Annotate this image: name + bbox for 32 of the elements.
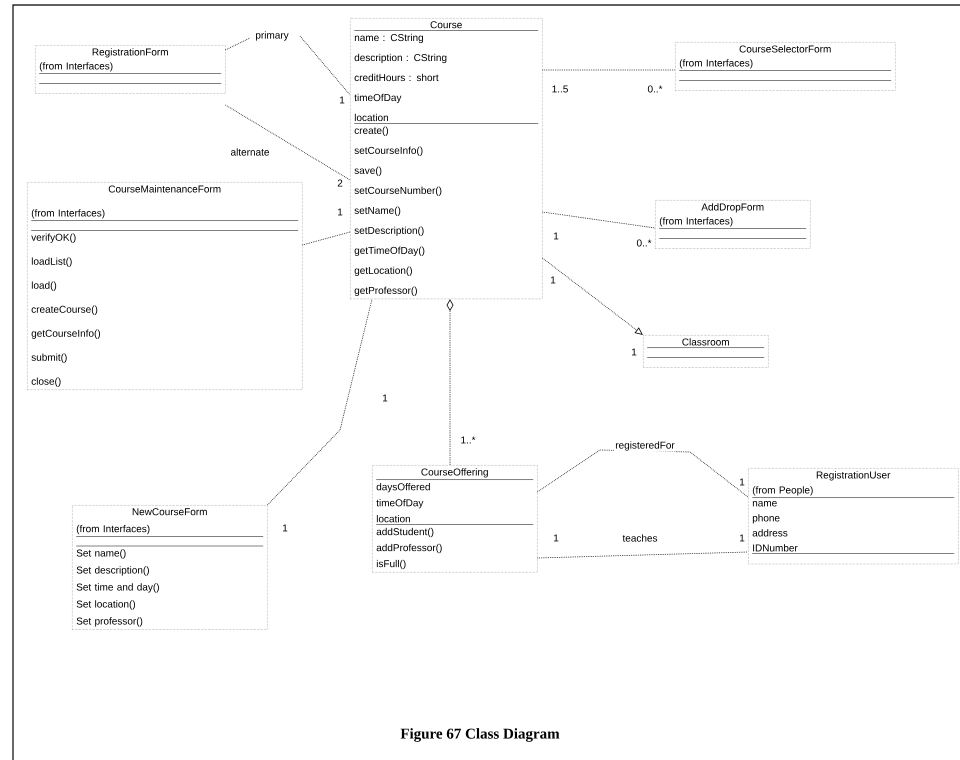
connector	[537, 552, 748, 558]
multiplicity-label: 1	[383, 394, 388, 402]
class-box: RegistrationForm (from Interfaces)	[35, 44, 226, 94]
multiplicity-label: 1	[740, 478, 744, 486]
multiplicity-label: 1..*	[461, 436, 476, 444]
caption: Figure 67 Class Diagram	[400, 728, 560, 742]
connector	[542, 212, 656, 228]
class-box: CourseSelectorForm (from Interfaces)	[675, 42, 896, 91]
multiplicity-label: 0..*	[648, 85, 662, 93]
class-box: AddDropForm (from Interfaces)	[655, 200, 810, 249]
connector	[267, 298, 372, 506]
class-box: Classroom	[643, 335, 768, 368]
multiplicity-label: 2	[338, 180, 342, 186]
connector	[225, 36, 350, 96]
class-box: RegistrationUser (from People) name phone address IDNumber	[748, 468, 958, 564]
connector	[302, 232, 350, 246]
multiplicity-label: 1	[340, 96, 344, 104]
edge-label: registeredFor	[614, 440, 676, 452]
class-box: CourseMaintenanceForm (from Interfaces) verifyOK() loadList() load() createCourse() getCourseInfo() submit() close()	[27, 182, 302, 390]
edge-label: primary	[254, 30, 290, 42]
class-box: NewCourseForm (from Interfaces) Set name() Set description() Set time and day() Set location() Set professor()	[72, 505, 268, 630]
edge-label: alternate	[230, 147, 270, 157]
multiplicity-label: 1	[551, 276, 556, 284]
connector	[225, 104, 350, 180]
multiplicity-label: 1	[283, 524, 288, 532]
connector	[542, 258, 643, 335]
multiplicity-label: 1	[554, 534, 558, 542]
edge-label: teaches	[622, 533, 659, 543]
class-box: Course name : CString description : CString creditHours : short timeOfDay location create() setCourseInfo() save() setCourseNumber() setName() setDescription() getTimeOfDay() getLocation() getProfessor()	[350, 18, 542, 300]
multiplicity-label: 1..5	[552, 86, 568, 92]
class-box: CourseOffering daysOffered timeOfDay location addStudent() addProfessor() isFull()	[372, 465, 538, 572]
multiplicity-label: 1	[554, 232, 558, 240]
